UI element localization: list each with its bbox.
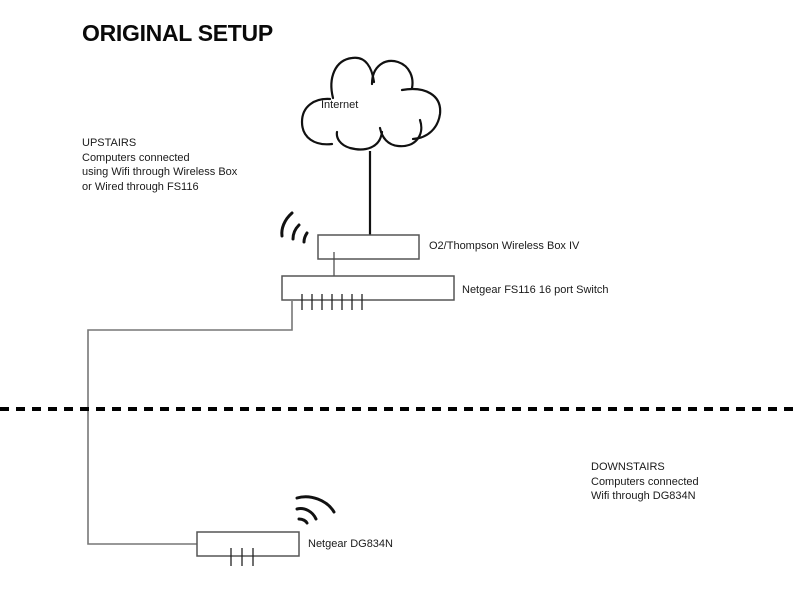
upstairs-line: Computers connected — [82, 151, 190, 164]
upstairs-line: or Wired through FS116 — [82, 180, 199, 193]
wireless-box[interactable] — [317, 234, 420, 260]
wireless-box-label: O2/Thompson Wireless Box IV — [429, 240, 580, 252]
cloud-icon — [300, 56, 442, 151]
switch-ports — [301, 294, 363, 310]
upstairs-line: using Wifi through Wireless Box — [82, 166, 238, 178]
dg834n-ports — [230, 548, 254, 566]
diagram-title: ORIGINAL SETUP — [82, 20, 273, 46]
dg834n-router[interactable] — [196, 531, 300, 557]
switch-to-dg834n-cable — [87, 301, 293, 545]
downstairs-heading: DOWNSTAIRS — [591, 461, 665, 473]
switch-label: Netgear FS116 16 port Switch — [462, 284, 609, 296]
wifi-signal-icon — [295, 495, 336, 525]
downstairs-line: Computers connected — [591, 475, 699, 488]
wifi-signal-icon — [280, 211, 309, 244]
downstairs-line: Wifi through DG834N — [591, 490, 696, 502]
internet-label: Internet — [321, 99, 359, 111]
upstairs-note: UPSTAIRS Computers connected using Wifi … — [82, 136, 237, 194]
dg834n-label: Netgear DG834N — [308, 538, 393, 550]
downstairs-note: DOWNSTAIRS Computers connected Wifi thro… — [591, 460, 699, 504]
switch-box[interactable] — [281, 275, 455, 301]
upstairs-heading: UPSTAIRS — [82, 137, 137, 149]
